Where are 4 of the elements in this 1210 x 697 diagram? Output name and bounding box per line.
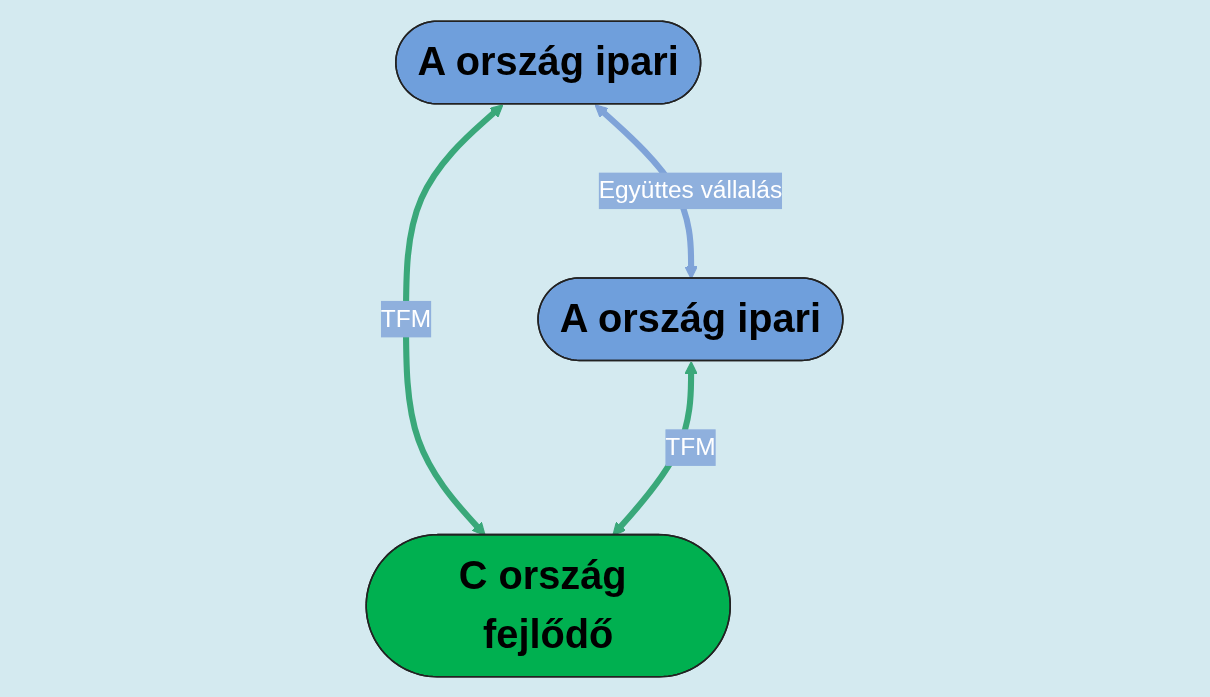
arrow: [403, 103, 504, 536]
edge-label: TFM: [381, 304, 432, 331]
edge-label: Együttes vállalás: [599, 176, 783, 203]
edge-label: TFM: [665, 433, 717, 460]
